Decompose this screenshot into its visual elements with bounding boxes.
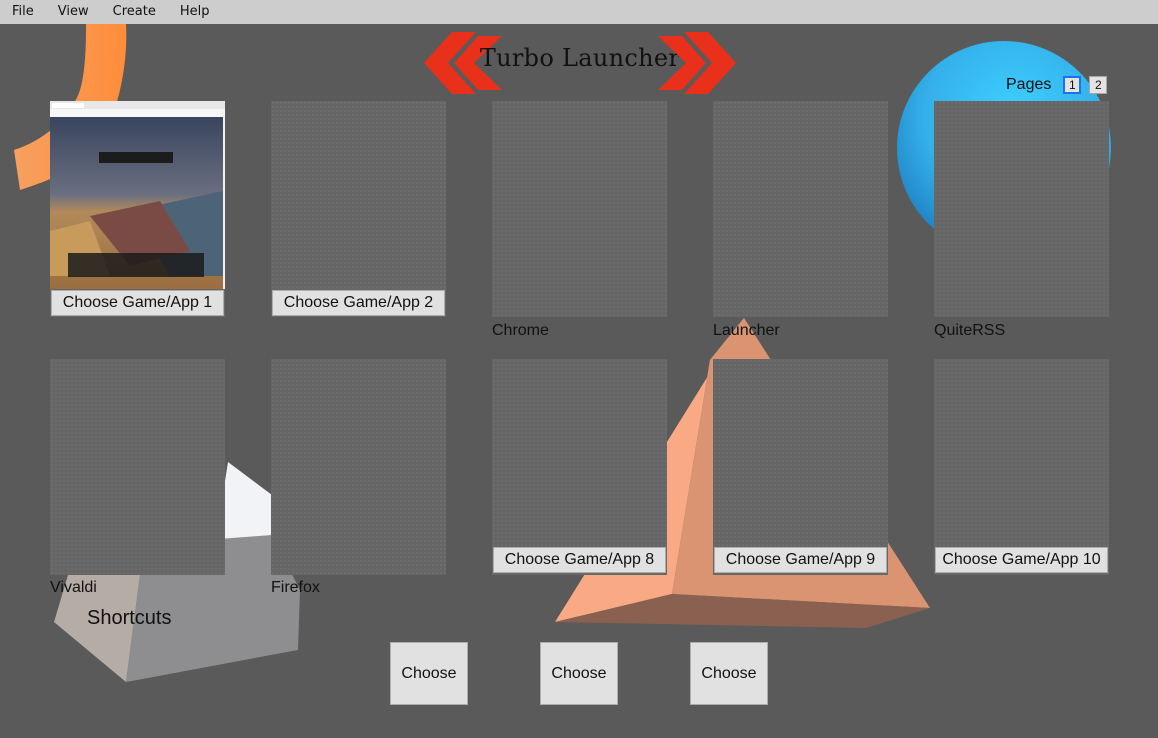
choose-app-8-button[interactable]: Choose Game/App 8 [493,547,666,573]
menu-view[interactable]: View [57,4,89,19]
menu-bar: File View Create Help [0,0,1158,24]
app-label-vivaldi: Vivaldi [50,579,97,596]
page-title: Turbo Launcher [479,44,681,72]
app-label-chrome: Chrome [492,322,549,339]
choose-app-10-button[interactable]: Choose Game/App 10 [935,547,1108,573]
choose-app-9-button[interactable]: Choose Game/App 9 [714,547,887,573]
shortcuts-heading: Shortcuts [87,607,172,629]
app-tile-quiterss[interactable] [934,101,1109,317]
shortcut-choose-button-2[interactable]: Choose [540,642,618,705]
page-2-button[interactable]: 2 [1089,76,1108,94]
browser-screenshot-thumbnail [50,101,225,289]
choose-app-2-button[interactable]: Choose Game/App 2 [272,290,445,316]
app-tile-2[interactable] [271,101,446,317]
chevron-left-icon[interactable] [424,30,504,96]
menu-help[interactable]: Help [179,4,210,19]
app-tile-8[interactable] [492,359,667,575]
app-tile-launcher[interactable] [713,101,888,317]
shortcut-choose-button-3[interactable]: Choose [690,642,768,705]
app-tile-9[interactable] [713,359,888,575]
app-label-launcher: Launcher [713,322,780,339]
pyramid-base-face [555,594,930,628]
menu-create[interactable]: Create [112,4,156,19]
app-header: Turbo Launcher [424,30,736,96]
choose-app-1-button[interactable]: Choose Game/App 1 [51,290,224,316]
page-1-button[interactable]: 1 [1063,76,1082,94]
app-tile-chrome[interactable] [492,101,667,317]
pages-label: Pages [1006,76,1052,93]
app-tile-firefox[interactable] [271,359,446,575]
app-label-quiterss: QuiteRSS [934,322,1006,339]
menu-file[interactable]: File [12,4,34,19]
app-label-firefox: Firefox [271,579,320,596]
chevron-right-icon[interactable] [656,30,736,96]
app-thumbnail-1[interactable] [50,101,225,289]
app-tile-10[interactable] [934,359,1109,575]
pagination: Pages 1 2 [1006,76,1115,94]
app-tile-vivaldi[interactable] [50,359,225,575]
shortcut-choose-button-1[interactable]: Choose [390,642,468,705]
